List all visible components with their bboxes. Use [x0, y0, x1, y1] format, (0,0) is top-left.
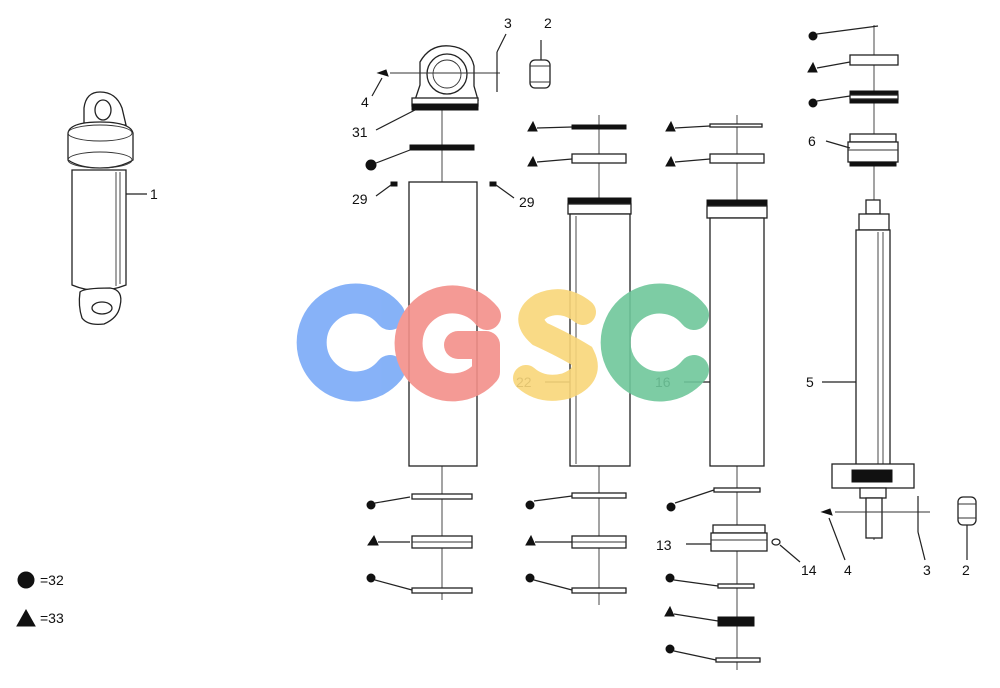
legend: =32 =33 [16, 571, 64, 627]
label-grease-top: 4 [361, 94, 369, 110]
legend-triangle-text: =33 [40, 610, 64, 626]
label-circlip-bottom: 3 [923, 562, 931, 578]
label-grease-bottom: 4 [844, 562, 852, 578]
legend-triangle-icon [16, 608, 36, 627]
assembled-cylinder [67, 91, 147, 326]
label-gland-6: 6 [808, 133, 816, 149]
label-bearing-bottom: 2 [962, 562, 970, 578]
legend-circle-icon [17, 571, 35, 589]
watermark-letter-s [513, 289, 598, 401]
legend-circle-text: =32 [40, 572, 64, 588]
watermark-letter-c [296, 283, 405, 402]
label-bearing-top: 2 [544, 15, 552, 31]
label-pin-29-left: 29 [352, 191, 368, 207]
label-eye-31: 31 [352, 124, 368, 140]
column-1 [365, 33, 551, 600]
label-circlip-top: 3 [504, 15, 512, 31]
column-4 [807, 25, 977, 561]
label-piston-13: 13 [656, 537, 672, 553]
watermark-letter-c [600, 283, 709, 402]
label-pin-29-right: 29 [519, 194, 535, 210]
watermark [296, 283, 709, 402]
label-cylinder: 1 [150, 186, 158, 202]
watermark-letter-g [394, 285, 501, 402]
label-part-14: 14 [801, 562, 817, 578]
label-rod-5: 5 [806, 374, 814, 390]
